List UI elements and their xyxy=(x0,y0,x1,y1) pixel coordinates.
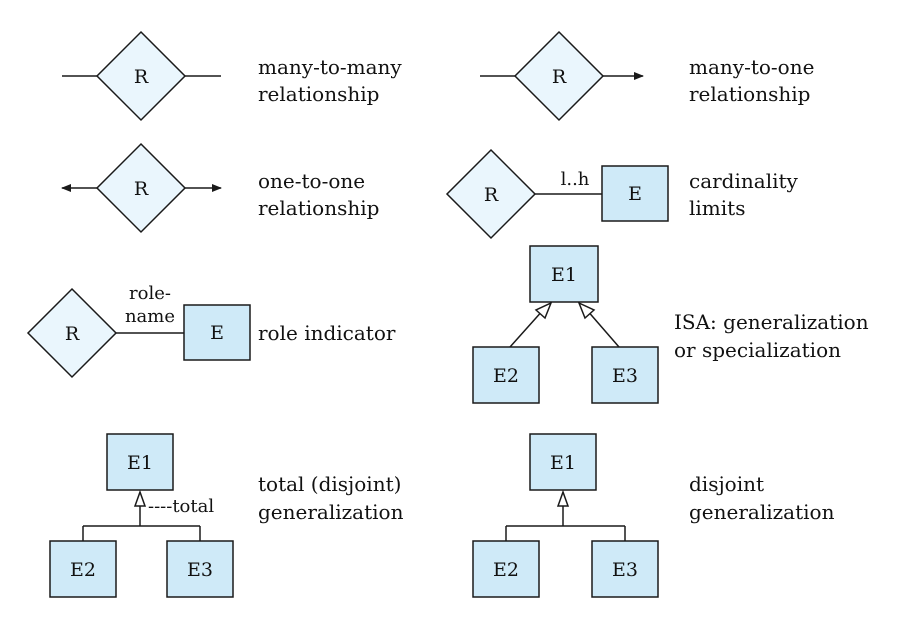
one-to-one-label: one-to-one xyxy=(258,169,365,193)
isa-line xyxy=(509,308,545,348)
hollow-arrowhead xyxy=(577,301,596,320)
cardinality-limit: l..h xyxy=(561,169,590,190)
many-to-many-label: relationship xyxy=(258,82,379,106)
entity-name: E xyxy=(210,322,224,344)
isa-line xyxy=(585,308,620,348)
relationship-diamond xyxy=(95,30,187,122)
hollow-arrowhead xyxy=(534,301,553,320)
total-generalization-symbol: E1 E2 E3 ----total xyxy=(49,433,234,598)
total-annotation: ----total xyxy=(148,496,214,517)
relationship-name: R xyxy=(552,66,567,88)
entity-name: E3 xyxy=(187,559,213,581)
many-to-one-label: many-to-one xyxy=(689,55,814,79)
cardinality-label: limits xyxy=(689,196,745,220)
many-to-many-label: many-to-many xyxy=(258,55,402,79)
isa-label: ISA: generalization xyxy=(674,310,869,334)
parent-entity-box xyxy=(529,245,599,303)
entity-name: E1 xyxy=(550,452,576,474)
relationship-name: R xyxy=(484,184,499,206)
cardinality-label: cardinality xyxy=(689,169,799,193)
relationship-name: R xyxy=(134,66,149,88)
parent-entity-box xyxy=(529,433,597,491)
entity-name: E2 xyxy=(493,365,519,387)
role-name-text: role- xyxy=(129,283,171,304)
hollow-arrowhead xyxy=(133,489,147,507)
relationship-diamond xyxy=(95,142,187,234)
relationship-diamond xyxy=(513,30,605,122)
role-indicator-label: role indicator xyxy=(258,321,396,345)
disjoint-generalization-label: generalization xyxy=(689,500,835,524)
role-name-text: name xyxy=(125,306,175,327)
many-to-one-symbol: R xyxy=(480,30,644,122)
entity-box xyxy=(183,304,251,361)
isa-symbol: E1 E2 E3 xyxy=(472,245,659,404)
isa-label: or specialization xyxy=(674,338,841,362)
entity-name: E3 xyxy=(612,559,638,581)
entity-name: E xyxy=(628,183,642,205)
one-to-one-symbol: R xyxy=(61,142,222,234)
entity-name: E3 xyxy=(612,365,638,387)
child-entity-box xyxy=(472,540,540,598)
child-entity-box xyxy=(472,346,540,404)
relationship-diamond xyxy=(26,287,118,379)
one-to-one-label: relationship xyxy=(258,196,379,220)
total-generalization-label: generalization xyxy=(258,500,404,524)
total-generalization-label: total (disjoint) xyxy=(258,472,401,496)
child-entity-box xyxy=(166,540,234,598)
entity-name: E1 xyxy=(551,264,577,286)
relationship-name: R xyxy=(65,323,80,345)
disjoint-generalization-symbol: E1 E2 E3 xyxy=(472,433,659,598)
disjoint-generalization-label: disjoint xyxy=(689,472,764,496)
role-indicator-symbol: R E role- name xyxy=(26,283,251,379)
entity-name: E1 xyxy=(127,452,153,474)
cardinality-symbol: R E l..h xyxy=(445,148,669,240)
relationship-name: R xyxy=(134,178,149,200)
entity-box xyxy=(601,165,669,222)
many-to-one-label: relationship xyxy=(689,82,810,106)
child-entity-box xyxy=(49,540,117,598)
entity-name: E2 xyxy=(70,559,96,581)
entity-name: E2 xyxy=(493,559,519,581)
relationship-diamond xyxy=(445,148,537,240)
many-to-many-symbol: R xyxy=(62,30,221,122)
child-entity-box xyxy=(591,540,659,598)
child-entity-box xyxy=(591,346,659,404)
hollow-arrowhead xyxy=(556,489,570,507)
